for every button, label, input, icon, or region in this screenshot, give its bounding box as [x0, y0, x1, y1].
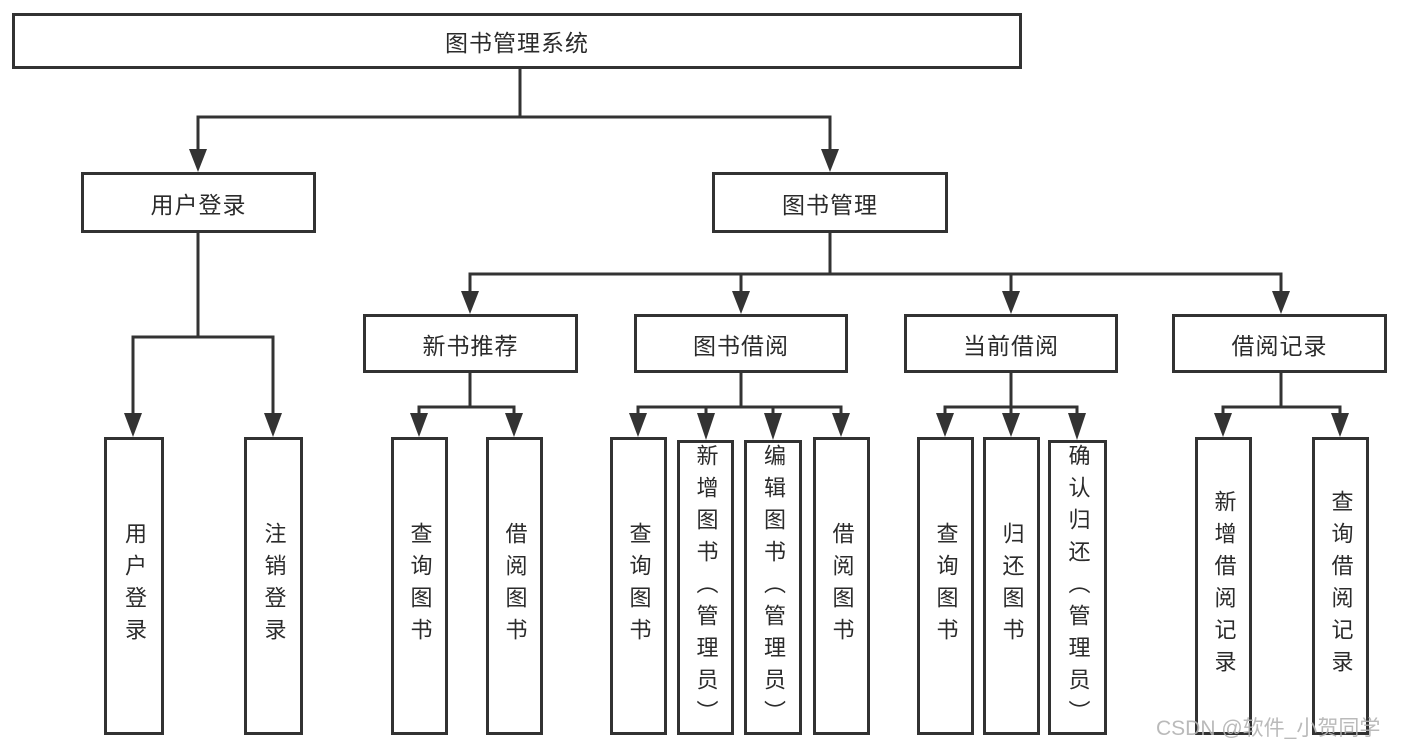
node-label: 查询图书: [407, 522, 433, 650]
leaf-borrowing-edit-books-admin: 编辑图书（管理员）: [744, 440, 802, 735]
leaf-borrowing-add-books-admin: 新增图书（管理员）: [677, 440, 734, 735]
node-label: 借阅图书: [829, 522, 855, 650]
node-book-management-branch: 图书管理: [712, 172, 948, 233]
node-label: 当前借阅: [963, 332, 1059, 359]
node-current-borrowing: 当前借阅: [904, 314, 1118, 373]
leaf-records-add-borrow-record: 新增借阅记录: [1195, 437, 1252, 735]
node-label: 查询图书: [626, 522, 652, 650]
node-label: 图书管理: [782, 191, 878, 218]
leaf-logout: 注销登录: [244, 437, 303, 735]
node-new-book-recommendation: 新书推荐: [363, 314, 578, 373]
leaf-borrowing-query-books: 查询图书: [610, 437, 667, 735]
node-label: 查询借阅记录: [1328, 490, 1354, 682]
leaf-borrowing-borrow-books: 借阅图书: [813, 437, 870, 735]
leaf-recommend-query-books: 查询图书: [391, 437, 448, 735]
leaf-current-return-books: 归还图书: [983, 437, 1040, 735]
node-library-management-system: 图书管理系统: [12, 13, 1022, 69]
node-label: 新书推荐: [422, 332, 519, 359]
leaf-user-login: 用户登录: [104, 437, 164, 735]
leaf-recommend-borrow-books: 借阅图书: [486, 437, 543, 735]
node-label: 借阅记录: [1231, 332, 1328, 359]
node-user-login-branch: 用户登录: [81, 172, 316, 233]
node-label: 归还图书: [999, 522, 1025, 650]
node-label: 新增借阅记录: [1211, 490, 1237, 682]
node-label: 确认归还（管理员）: [1065, 443, 1091, 732]
node-label: 图书借阅: [693, 332, 789, 359]
leaf-current-query-books: 查询图书: [917, 437, 974, 735]
csdn-watermark: CSDN @软件_小贺同学: [1156, 717, 1381, 740]
node-label: 借阅图书: [502, 522, 528, 650]
node-label: 注销登录: [261, 522, 287, 650]
leaf-current-confirm-return-admin: 确认归还（管理员）: [1048, 440, 1107, 735]
node-label: 查询图书: [933, 522, 959, 650]
node-label: 用户登录: [122, 522, 147, 650]
node-book-borrowing: 图书借阅: [634, 314, 848, 373]
node-label: 用户登录: [150, 191, 247, 218]
node-borrowing-records: 借阅记录: [1172, 314, 1387, 373]
leaf-records-query-borrow-record: 查询借阅记录: [1312, 437, 1369, 735]
node-label: 图书管理系统: [445, 30, 589, 56]
node-label: 编辑图书（管理员）: [761, 443, 786, 732]
node-label: 新增图书（管理员）: [693, 443, 719, 732]
